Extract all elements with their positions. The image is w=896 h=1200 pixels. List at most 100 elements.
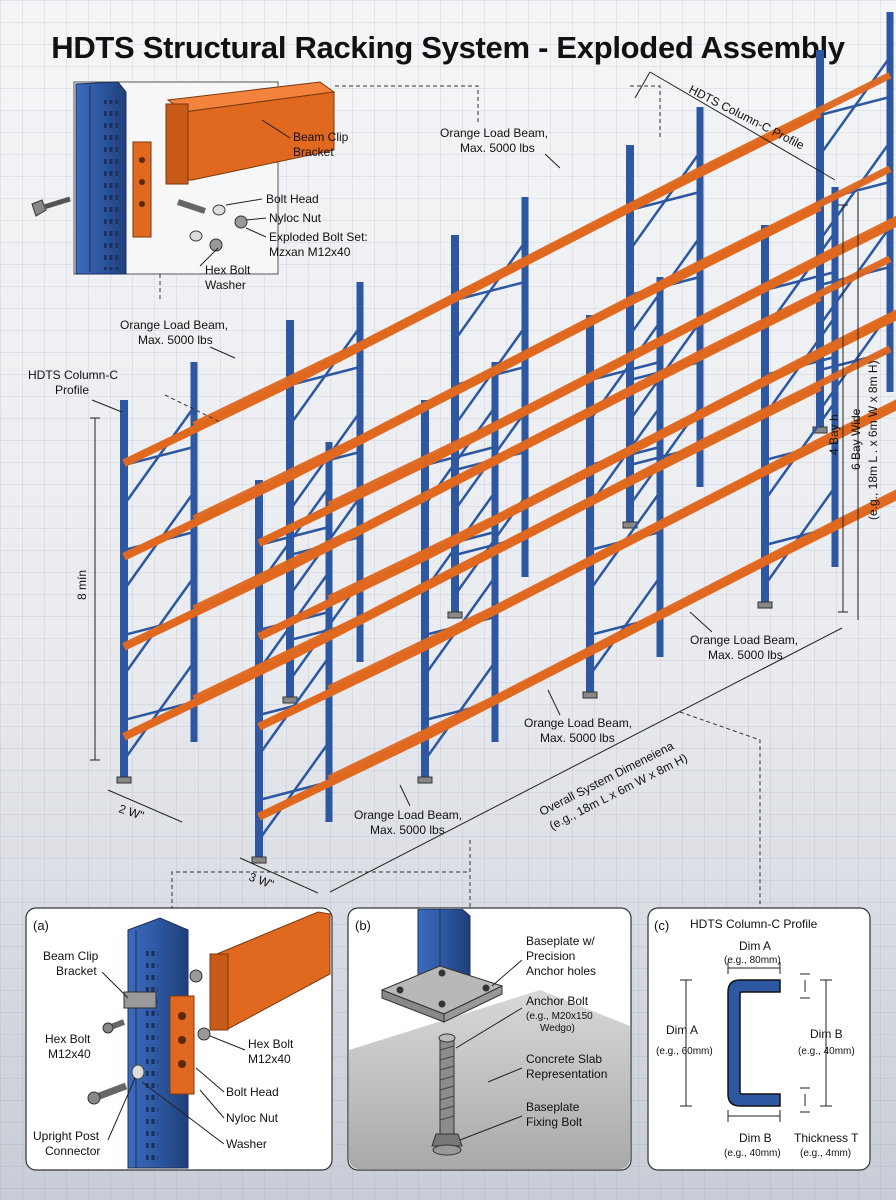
label-beam-right-1: Orange Load Beam, [690, 633, 798, 647]
panel-b-concrete-2: Representation [526, 1067, 607, 1081]
panel-c: (c) HDTS Column-C Profile Dim A (e.g., 8… [647, 907, 871, 1171]
label-column-left-1: HDTS Column-C [28, 368, 118, 382]
panel-c-frame [647, 907, 871, 1171]
panel-a-nyloc: Nyloc Nut [226, 1111, 279, 1125]
base-plate [417, 776, 433, 784]
dim-height-left: 8 mín [75, 570, 89, 600]
panel-b-tag: (b) [355, 918, 371, 933]
load-beam-back [833, 309, 896, 347]
panel-b-concrete-1: Concrete Slab [526, 1052, 602, 1066]
panel-c-thickness: Thickness T [794, 1131, 859, 1145]
panel-b-baseplate-1: Baseplate w/ [526, 934, 595, 948]
load-beam-back [833, 215, 896, 254]
panel-c-thickness-val: (e.g., 4mm) [800, 1148, 851, 1159]
panel-a-tag: (a) [33, 918, 49, 933]
bolt-set [177, 199, 248, 252]
label-beam-bottom-2: Max. 5000 lbs [370, 823, 445, 837]
panel-b-anchor-bolt: Anchor Bolt [526, 994, 589, 1008]
label-column-top: HDTS Column-C Profile [687, 82, 807, 152]
bolt-left [31, 196, 71, 217]
panel-c-dima-left-val: (e.g., 60mm) [656, 1046, 713, 1057]
label-beam-right-2: Max. 5000 lbs [708, 648, 783, 662]
base-plate [582, 691, 598, 699]
base-plate [116, 776, 132, 784]
exploded-detail-top [31, 81, 336, 275]
base-plate [282, 696, 298, 704]
load-beam-front [122, 653, 292, 741]
brace [629, 190, 701, 212]
panel-a-bolt-head: Bolt Head [226, 1085, 279, 1099]
load-beam-front [257, 459, 427, 547]
panel-c-title: HDTS Column-C Profile [690, 917, 818, 931]
dim-depth-2: 3 W" [247, 870, 276, 892]
dim-bay-height: 4 Bay h [827, 414, 841, 455]
brace [764, 270, 836, 292]
panel-b-anchor-spec-1: (e.g., M20x150 [526, 1011, 593, 1022]
panel-a-hexbolt-right-1: Hex Bolt [248, 1037, 294, 1051]
load-beam-front [122, 473, 292, 561]
base-plate [812, 426, 828, 434]
panel-c-dimb-right: Dim B [810, 1027, 843, 1041]
label-column-left-2: Profile [55, 383, 89, 397]
top-callouts: Beam Clip Bracket Bolt Head Nyloc Nut Ex… [159, 85, 661, 423]
brace [424, 445, 496, 467]
clip-plate [132, 141, 152, 238]
panel-c-dima-top-val: (e.g., 80mm) [724, 955, 781, 966]
panel-a-washer: Washer [226, 1137, 267, 1151]
label-beam-clip-1: Beam Clip [293, 130, 349, 144]
panel-a-upright-1: Upright Post [33, 1129, 100, 1143]
label-beam-top-1: Orange Load Beam, [440, 126, 548, 140]
brace [589, 360, 661, 382]
label-bolt-set-1: Exploded Bolt Set: [269, 230, 368, 244]
detail-column [75, 81, 127, 275]
label-beam-mid-2: Max. 5000 lbs [540, 731, 615, 745]
label-nyloc-nut: Nyloc Nut [269, 211, 322, 225]
panel-a: (a) Beam Clip Bracket Hex Bo [25, 907, 333, 1171]
base-plate [447, 611, 463, 619]
panel-a-clip [123, 991, 157, 1009]
panel-b: (b) Baseplate w/ Precision Anchor holes … [347, 907, 632, 1171]
brace [289, 365, 361, 387]
label-bolt-head: Bolt Head [266, 192, 319, 206]
panel-c-tag: (c) [654, 918, 669, 933]
panel-b-fixing-1: Baseplate [526, 1100, 580, 1114]
panel-a-hexbolt-right-2: M12x40 [248, 1052, 291, 1066]
panel-c-dimb-bottom-val: (e.g., 40mm) [724, 1148, 781, 1159]
panel-c-dima-top: Dim A [739, 939, 771, 953]
label-beam-top-2: Max. 5000 lbs [460, 141, 535, 155]
load-beam-front [122, 379, 292, 467]
concrete-slab [349, 990, 630, 1169]
label-bolt-set-2: Mzxan M12x40 [269, 245, 351, 259]
load-beam-back [698, 72, 892, 174]
rack-assembly [116, 12, 896, 864]
label-beam-clip-2: Bracket [293, 145, 334, 159]
page-title: HDTS Structural Racking System - Explode… [51, 30, 845, 65]
brace [819, 95, 891, 117]
load-beam-front [257, 643, 427, 731]
panel-b-baseplate-2: Precision [526, 949, 575, 963]
panel-c-dimb-bottom: Dim B [739, 1131, 772, 1145]
panel-b-anchor-spec-2: Wedgo) [540, 1023, 575, 1034]
base-plate [251, 856, 267, 864]
label-beam-bottom-1: Orange Load Beam, [354, 808, 462, 822]
label-hex-washer-2: Washer [205, 278, 246, 292]
brace [454, 280, 526, 302]
panel-b-baseplate-3: Anchor holes [526, 964, 596, 978]
load-beam-front [257, 733, 427, 821]
panel-b-fixing-2: Fixing Bolt [526, 1115, 583, 1129]
dim-bay-wide-2: (e.g., 18m L . x 6m W x 8m H) [866, 360, 880, 520]
panel-a-clip-2: Bracket [56, 964, 97, 978]
load-beam-back [833, 399, 896, 437]
label-hex-washer-1: Hex Bolt [205, 263, 251, 277]
anchor-bolt [431, 1033, 463, 1156]
label-beam-left-1: Orange Load Beam, [120, 318, 228, 332]
panel-c-dima-left: Dim A [666, 1023, 698, 1037]
panel-c-dimb-right-val: (e.g., 40mm) [798, 1046, 855, 1057]
detail-beam [165, 81, 336, 185]
load-beam-back [698, 165, 892, 267]
load-beam-front [257, 553, 427, 641]
load-beam-front [122, 563, 292, 651]
panel-a-upright-2: Connector [45, 1144, 100, 1158]
